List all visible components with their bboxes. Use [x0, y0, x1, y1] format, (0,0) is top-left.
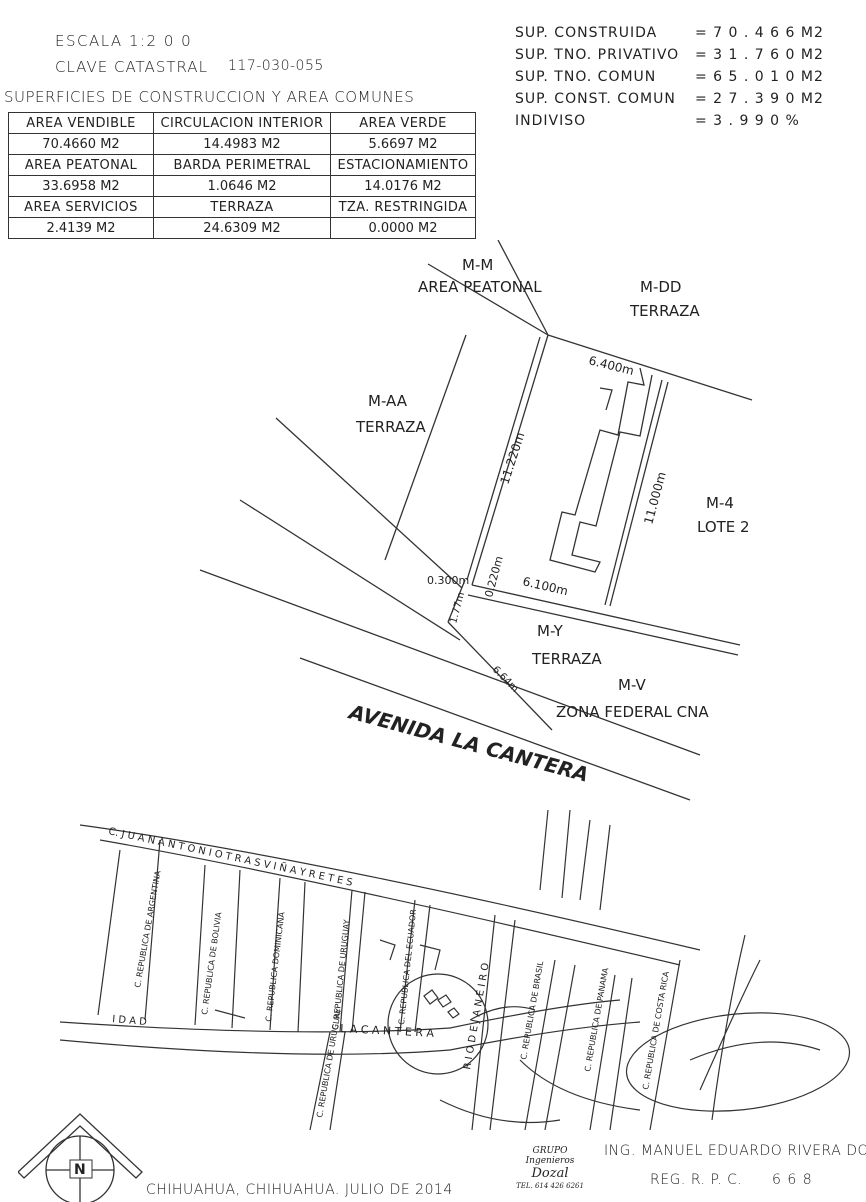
dim-bottom: 6.100m [521, 574, 569, 598]
street-ciudad: I D A D [112, 1014, 148, 1028]
avenue-label: AVENIDA LA CANTERA [345, 699, 591, 787]
street-panama: C. REPUBLICA DE PANAMA [583, 967, 610, 1073]
m4-name: LOTE 2 [697, 518, 750, 536]
area-cell-value: 2.4139 M2 [8, 217, 154, 239]
dim-top: 6.400m [587, 353, 635, 378]
street-uruguay-south: C. REPUBLICA DE URUGUAY [315, 1008, 343, 1119]
mv-code: M-V [618, 676, 646, 694]
area-cell-value: 70.4660 M2 [8, 133, 154, 155]
dim-c: 1.77m [448, 591, 467, 625]
surface-label: SUP. CONSTRUIDA [515, 25, 658, 41]
area-cell-value: 24.6309 M2 [153, 217, 331, 239]
site-plan: M-M AREA PEATONAL M-DD TERRAZA M-AA TERR… [199, 240, 753, 801]
maa-code: M-AA [368, 392, 408, 410]
location-map: C. J U A N A N T O N I O T R A S V I Ñ A… [59, 809, 851, 1130]
surfaces-summary: SUP. CONSTRUIDA = 7 0 . 4 6 6 M2 SUP. TNO… [515, 22, 824, 132]
mm-name: AREA PEATONAL [418, 278, 542, 296]
reg-value: 6 6 8 [772, 1172, 813, 1188]
surface-value: = 7 0 . 4 6 6 M2 [695, 25, 824, 41]
area-cell-label: ESTACIONAMIENTO [330, 154, 476, 176]
dim-right: 11.000m [641, 470, 668, 525]
firm-line3: Dozal [531, 1166, 569, 1181]
surface-value: = 2 7 . 3 9 0 M2 [695, 91, 824, 107]
street-juan-antonio: C. J U A N A N T O N I O T R A S V I Ñ A… [107, 824, 354, 889]
area-cell-value: 1.0646 M2 [153, 175, 331, 197]
north-arrow-icon: N [18, 1113, 143, 1202]
street-cantera: L A C A N T E R A [340, 1022, 435, 1040]
mm-code: M-M [462, 256, 493, 274]
area-cell-value: 33.6958 M2 [8, 175, 154, 197]
firm-line1: GRUPO [532, 1146, 568, 1156]
cadastral-label: CLAVE CATASTRAL [55, 58, 208, 76]
area-cell-label: AREA SERVICIOS [8, 196, 154, 218]
city-date: CHIHUAHUA, CHIHUAHUA. JULIO DE 2014 [146, 1182, 453, 1198]
street-dominicana: C. REPUBLICA DOMINICANA [264, 911, 286, 1022]
surface-label: SUP. CONST. COMUN [515, 91, 676, 107]
surface-value: = 3 1 . 7 6 0 M2 [695, 47, 824, 63]
surface-value: = 3 . 9 9 0 % [695, 113, 800, 129]
surface-label: INDIVISO [515, 113, 587, 129]
area-cell-value: 14.4983 M2 [153, 133, 331, 155]
north-label: N [74, 1162, 86, 1178]
scale-label: ESCALA 1:2 0 0 [55, 32, 193, 50]
area-cell-label: TERRAZA [153, 196, 331, 218]
mdd-name: TERRAZA [629, 302, 700, 320]
street-argentina: C. REPUBLICA DE ARGENTINA [133, 869, 163, 988]
my-code: M-Y [537, 622, 564, 640]
firm-line2: Ingenieros [525, 1156, 575, 1166]
engineer-name: ING. MANUEL EDUARDO RIVERA DOZAL [604, 1143, 866, 1159]
mdd-code: M-DD [640, 278, 681, 296]
street-ecuador: C. REPUBLICA DEL ECUADOR [397, 908, 418, 1025]
surface-label: SUP. TNO. COMUN [515, 69, 657, 85]
cadastral-value: 117-030-055 [228, 58, 324, 74]
area-cell-label: CIRCULACION INTERIOR [153, 112, 331, 134]
firm-logo: GRUPO Ingenieros Dozal TEL. 614 426 6261 [515, 1146, 585, 1191]
area-cell-label: AREA VENDIBLE [8, 112, 154, 134]
mv-name: ZONA FEDERAL CNA [556, 703, 709, 721]
my-name: TERRAZA [531, 650, 602, 668]
area-cell-label: AREA PEATONAL [8, 154, 154, 176]
area-cell-value: 14.0176 M2 [330, 175, 476, 197]
surface-value: = 6 5 . 0 1 0 M2 [695, 69, 824, 85]
area-cell-value: 5.6697 M2 [330, 133, 476, 155]
area-cell-label: TZA. RESTRINGIDA [330, 196, 476, 218]
dim-a: 0.300m [427, 574, 469, 587]
maa-name: TERRAZA [355, 418, 426, 436]
areas-table: AREA VENDIBLE CIRCULACION INTERIOR AREA … [8, 112, 476, 239]
reg-label: REG. R. P. C. [650, 1172, 743, 1188]
street-costa-rica: C. REPUBLICA DE COSTA RICA [641, 970, 671, 1090]
firm-phone: TEL. 614 426 6261 [516, 1182, 584, 1190]
surface-label: SUP. TNO. PRIVATIVO [515, 47, 680, 63]
m4-code: M-4 [706, 494, 734, 512]
area-cell-label: BARDA PERIMETRAL [153, 154, 331, 176]
area-cell-value: 0.0000 M2 [330, 217, 476, 239]
street-bolivia: C. REPUBLICA DE BOLIVIA [200, 911, 223, 1015]
areas-table-title: SUPERFICIES DE CONSTRUCCION Y AREA COMUN… [4, 88, 415, 106]
dim-left: 11.220m [498, 431, 528, 486]
area-cell-label: AREA VERDE [330, 112, 476, 134]
